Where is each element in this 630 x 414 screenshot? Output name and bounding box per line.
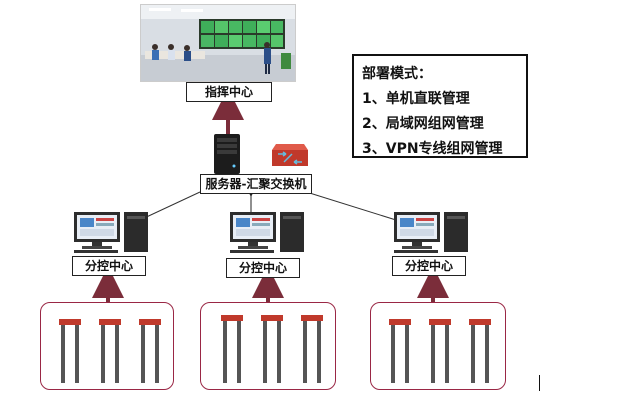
computer-icon — [74, 212, 148, 253]
switch-icon — [272, 144, 308, 166]
walkthrough-gate-icon — [261, 315, 283, 383]
link-server-right — [299, 189, 397, 221]
walkthrough-gate-icon — [389, 319, 411, 383]
link-server-left — [139, 191, 201, 221]
text-cursor — [539, 375, 540, 391]
server-switch-label: 服务器-汇聚交换机 — [200, 174, 312, 194]
walkthrough-gate-icon — [301, 315, 323, 383]
deployment-modes-heading: 部署模式： — [362, 66, 432, 82]
gate-group — [40, 302, 174, 390]
deployment-mode-item: 3、VPN专线组网管理 — [362, 141, 503, 157]
command-center-photo — [140, 4, 296, 82]
server-tower-icon — [214, 134, 240, 174]
deployment-mode-item: 1、单机直联管理 — [362, 91, 470, 107]
computer-icon — [230, 212, 304, 253]
deployment-mode-item: 2、局域网组网管理 — [362, 116, 484, 132]
walkthrough-gate-icon — [99, 319, 121, 383]
sub-center-label: 分控中心 — [226, 258, 300, 278]
gate-group — [200, 302, 336, 390]
walkthrough-gate-icon — [139, 319, 161, 383]
command-center-label: 指挥中心 — [186, 82, 272, 102]
walkthrough-gate-icon — [429, 319, 451, 383]
deployment-modes-box: 部署模式： 1、单机直联管理 2、局域网组网管理 3、VPN专线组网管理 — [352, 54, 528, 158]
walkthrough-gate-icon — [469, 319, 491, 383]
walkthrough-gate-icon — [221, 315, 243, 383]
computer-icon — [394, 212, 468, 253]
sub-center-label: 分控中心 — [392, 256, 466, 276]
gate-group — [370, 302, 506, 390]
walkthrough-gate-icon — [59, 319, 81, 383]
sub-center-label: 分控中心 — [72, 256, 146, 276]
